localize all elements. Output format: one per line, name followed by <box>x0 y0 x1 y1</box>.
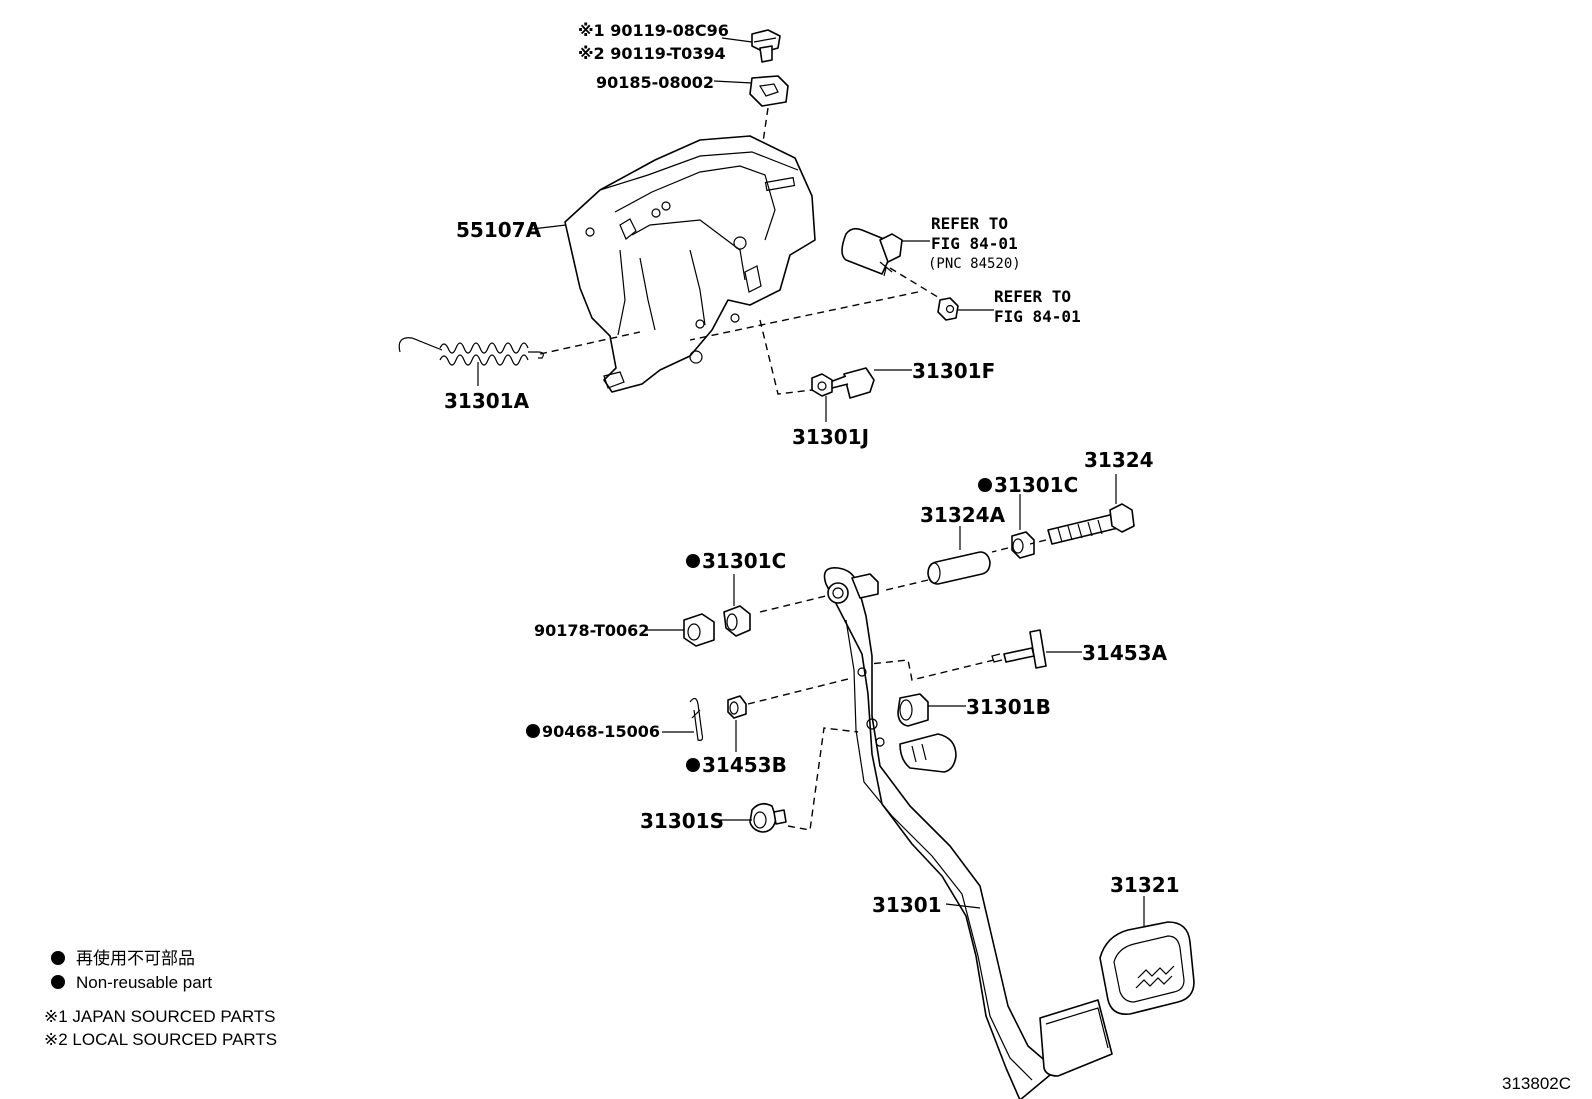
label-collar-right: 31301C <box>994 473 1078 497</box>
label-cushion-b: 31301B <box>966 695 1051 719</box>
label-stopper-s: 31301S <box>640 809 724 833</box>
label-bushing-b: 31453B <box>702 753 787 777</box>
legend-note-japan: ※1 JAPAN SOURCED PARTS <box>44 1007 276 1026</box>
label-refer1-line1: REFER TO <box>931 214 1008 233</box>
pedal-bracket <box>564 135 816 393</box>
label-clip: 90185-08002 <box>596 73 714 92</box>
label-spring: 31301A <box>444 389 530 413</box>
bolt-90119 <box>751 29 781 63</box>
label-refer1-line2: FIG 84-01 <box>931 234 1018 253</box>
label-sleeve: 31324A <box>920 503 1006 527</box>
label-refer2-line1: REFER TO <box>994 287 1071 306</box>
label-refer1-line3: (PNC 84520) <box>928 256 1021 272</box>
label-refer2-line2: FIG 84-01 <box>994 307 1081 326</box>
return-spring <box>398 337 544 366</box>
figure-code: 313802C <box>1502 1074 1571 1093</box>
label-shaft-bolt: 31324 <box>1084 448 1154 472</box>
clip-90185 <box>749 75 789 107</box>
pin-31453a <box>991 629 1047 669</box>
switch-nut <box>937 297 959 321</box>
clutch-pedal-arm <box>823 567 1113 1099</box>
label-pin-a: 31453A <box>1082 641 1168 665</box>
collar-31301c-left <box>723 605 751 637</box>
stop-lamp-switch <box>841 227 903 277</box>
clip-pin-90468 <box>689 697 704 741</box>
shaft-bolt-31324 <box>1047 503 1135 545</box>
collar-31301c-right <box>1011 531 1035 559</box>
label-collar-left: 31301C <box>702 549 786 573</box>
bushing-31453b <box>727 695 747 719</box>
label-bracket: 55107A <box>456 218 542 242</box>
legend: 再使用不可部品 Non-reusable part ※1 JAPAN SOURC… <box>44 948 277 1049</box>
cushion-31301b <box>897 693 929 727</box>
legend-bullet-en <box>51 975 65 989</box>
nut-90178 <box>683 613 715 647</box>
legend-note-local: ※2 LOCAL SOURCED PARTS <box>44 1030 277 1049</box>
bolt-31301f <box>829 367 875 399</box>
non-reusable-mark-bushing <box>686 758 700 772</box>
nut-31301j <box>811 373 833 397</box>
legend-bullet-jp <box>51 951 65 965</box>
non-reusable-mark-collar-right <box>978 478 992 492</box>
label-pedal: 31301 <box>872 893 942 917</box>
label-nut-j: 31301J <box>792 425 869 449</box>
pedal-pad-31321 <box>1099 921 1195 1016</box>
label-pad: 31321 <box>1110 873 1180 897</box>
label-bolt-f: 31301F <box>912 359 995 383</box>
non-reusable-mark-clip-pin <box>526 724 540 738</box>
legend-non-reusable-jp: 再使用不可部品 <box>76 948 195 968</box>
sleeve-31324a <box>927 551 991 585</box>
non-reusable-mark-collar-left <box>686 554 700 568</box>
stopper-31301s <box>749 802 787 833</box>
label-clip-pin: 90468-15006 <box>542 722 660 741</box>
legend-non-reusable-en: Non-reusable part <box>76 973 212 992</box>
label-nut-t: 90178-T0062 <box>534 621 649 640</box>
label-bolt-local: ※2 90119-T0394 <box>578 44 726 63</box>
label-bolt-japan: ※1 90119-08C96 <box>578 21 729 40</box>
